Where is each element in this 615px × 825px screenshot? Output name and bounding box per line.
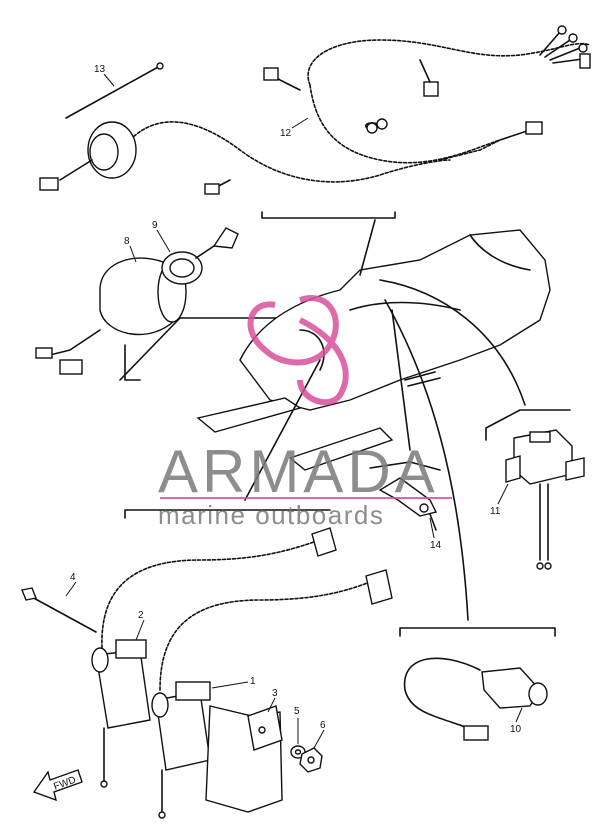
callout-13: 13: [94, 64, 106, 75]
leader-harness: [359, 219, 376, 276]
callout-2: 2: [138, 610, 144, 621]
callout-3: 3: [272, 688, 278, 699]
key-switch-9: [161, 227, 239, 285]
leader-bracket: [391, 309, 411, 451]
watermark-logo-mark: [247, 295, 349, 406]
front-direction-marker: FWD: [32, 769, 83, 802]
callout-8: 8: [124, 236, 130, 247]
bracket-sensor: [399, 627, 556, 637]
watermark-brand: ARMADA: [158, 438, 439, 505]
callout-leaders: [65, 73, 523, 749]
callout-6: 6: [320, 720, 326, 731]
watermark-tagline: marine outboards: [158, 500, 384, 530]
relay-11: [505, 429, 585, 570]
bracket-relay: [485, 409, 571, 441]
leader-coils: [244, 359, 321, 501]
ignition-coil-2: [91, 639, 151, 788]
callout-5: 5: [294, 706, 300, 717]
callout-14: 14: [430, 540, 442, 551]
bolt-4: [21, 587, 97, 633]
headlight-assembly-8: [35, 257, 187, 381]
callout-1: 1: [250, 676, 256, 687]
coil-bracket-3: [205, 705, 283, 813]
leader-sensor: [384, 299, 469, 621]
wire-harness-12: [263, 25, 591, 164]
bracket-top: [261, 211, 396, 219]
callout-labels: 1 2 3 4 5 6 8 9 10 11 12 13 14: [70, 64, 522, 735]
callout-9: 9: [152, 220, 158, 231]
watermark: ARMADA marine outboards: [158, 295, 452, 530]
bracket-coils: [124, 509, 331, 519]
ignition-coil-1: [151, 681, 211, 819]
callout-10: 10: [510, 724, 522, 735]
ht-leads: [101, 527, 393, 691]
leader-relay: [379, 279, 526, 406]
callout-11: 11: [490, 506, 501, 517]
harness-to-gauge: [39, 62, 451, 195]
sensor-10: [403, 657, 548, 741]
callout-4: 4: [70, 572, 76, 583]
callout-12: 12: [280, 128, 292, 139]
